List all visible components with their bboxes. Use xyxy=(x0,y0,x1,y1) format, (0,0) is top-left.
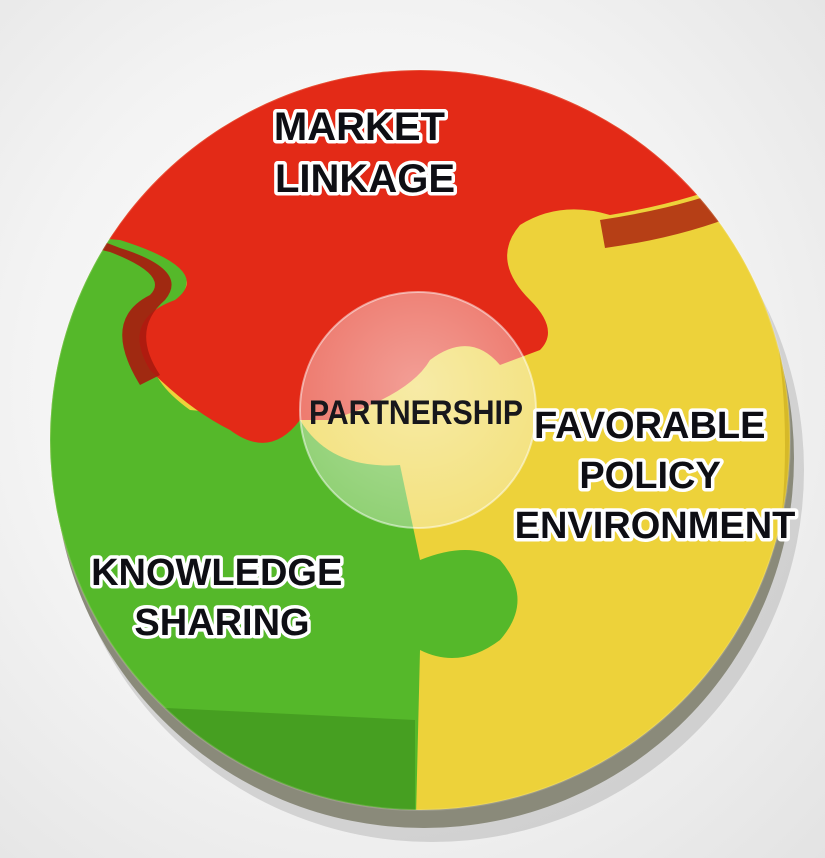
knowledge-label-line-1: KNOWLEDGE xyxy=(91,552,342,594)
center-label: PARTNERSHIP xyxy=(309,394,523,432)
puzzle-piece-knowledge-shade xyxy=(50,700,415,810)
policy-label-line-3: ENVIRONMENT xyxy=(515,505,796,547)
knowledge-label: KNOWLEDGE SHARING xyxy=(91,552,353,644)
knowledge-label-line-2: SHARING xyxy=(134,602,309,644)
puzzle-piece-market-shade xyxy=(60,230,172,385)
policy-label-line-1: FAVORABLE xyxy=(534,405,766,447)
disc-outline xyxy=(49,69,791,811)
center-hub: PARTNERSHIP xyxy=(299,291,537,529)
market-label: MARKET LINKAGE xyxy=(274,105,456,201)
market-label-line-2: LINKAGE xyxy=(275,157,455,201)
market-label-line-1: MARKET xyxy=(274,105,445,149)
policy-label-line-2: POLICY xyxy=(579,455,720,497)
policy-label: FAVORABLE POLICY ENVIRONMENT xyxy=(515,405,796,547)
